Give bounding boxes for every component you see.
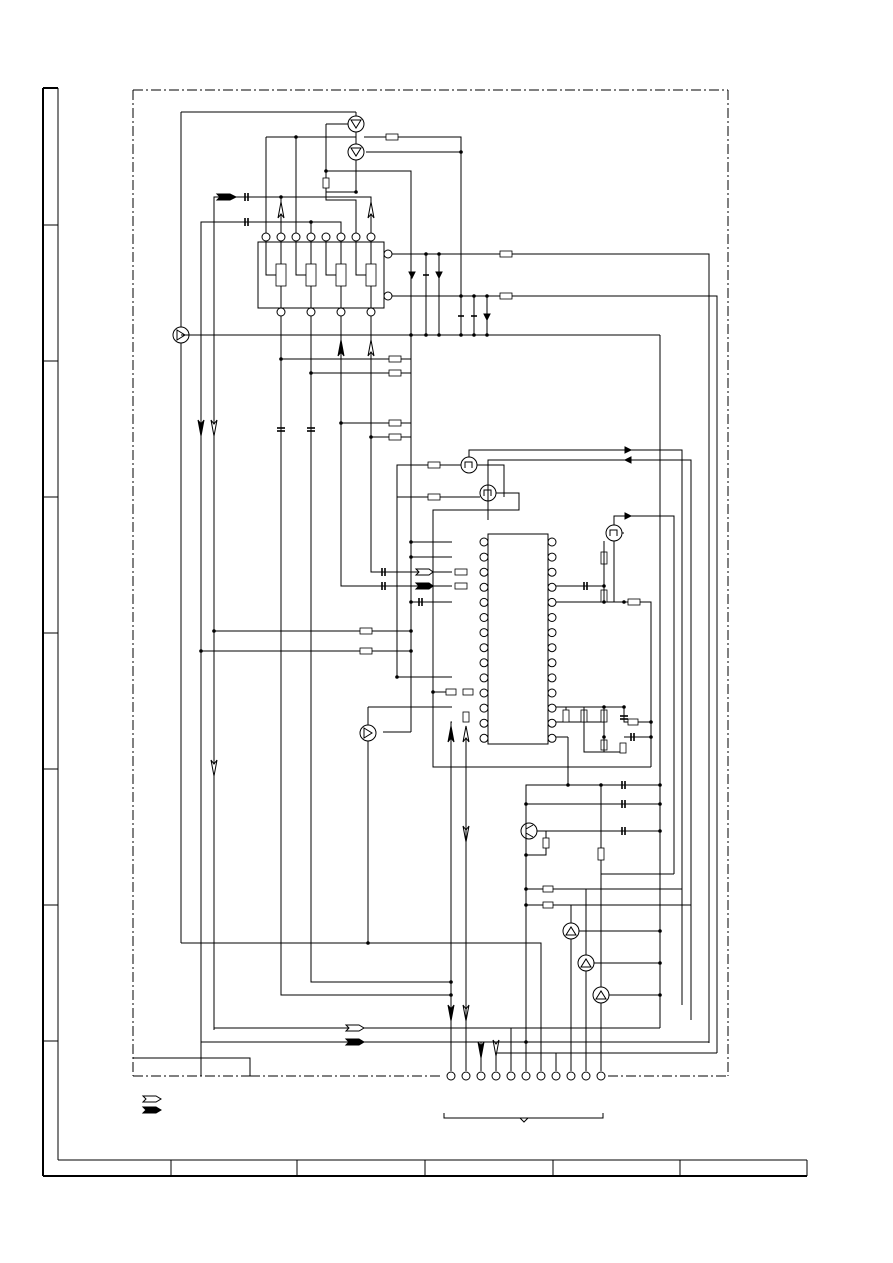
ic-right-pin [548,704,556,712]
connector-pin [552,1072,560,1080]
ic-left-pin [480,553,488,561]
ic-left-pin [480,734,488,742]
upper-wiring [181,193,717,1076]
ic-left-pin [480,689,488,697]
ic-right-pin [548,644,556,652]
ic-left-pin [480,583,488,591]
ic-right-pin [548,734,556,742]
connector-pin [597,1072,605,1080]
connector-pin [537,1072,545,1080]
ic-left-wiring [199,171,473,1071]
ic-left-pin [480,629,488,637]
legend-white-arrow-icon [143,1096,161,1102]
ic-right-pin [548,689,556,697]
legend [143,1096,161,1113]
connector-pin [567,1072,575,1080]
ic-right-pin [548,629,556,637]
bottom-connector [447,1072,605,1080]
ic-left-pin [480,538,488,546]
ic-right-wiring [556,541,653,785]
connector-pin [477,1072,485,1080]
ic-right-pin [548,659,556,667]
ic-left-pin [480,674,488,682]
connector-pin [447,1072,455,1080]
ic-right-pin [548,614,556,622]
ic-right-pin [548,583,556,591]
zone-marker-ticks [43,225,58,1041]
ic-right-pin [548,674,556,682]
top-buffer-amps [181,112,463,335]
connector-wiring [201,742,717,1071]
connector-pin [492,1072,500,1080]
sheet-frame [43,88,807,1176]
connector-pin [462,1072,470,1080]
ic-left-pin [480,568,488,576]
switch-block [258,233,392,316]
block-output-wiring [198,316,452,995]
lower-left-buffer-amp [360,707,376,945]
ic-left-pin [480,719,488,727]
schmitt-buffers [397,447,691,1020]
ic-right-pin [548,719,556,727]
ic-left-pin [480,644,488,652]
main-ic [480,534,556,744]
connector-pin [582,1072,590,1080]
left-buffer-amp [173,112,541,1071]
legend-black-arrow-icon [143,1107,161,1113]
ic-left-pin [480,614,488,622]
ic-right-pin [548,538,556,546]
lower-buffer-amps [563,874,662,1071]
ic-right-pin [548,568,556,576]
connector-bracket [444,1113,603,1122]
pcb-outline [133,90,728,1076]
ic-left-pin [480,598,488,606]
title-block [171,1160,680,1176]
ic-left-pin [480,704,488,712]
connector-pin [507,1072,515,1080]
ic-left-pin [480,659,488,667]
ic-right-pin [548,598,556,606]
ic-right-pin [548,553,556,561]
connector-pin [522,1072,530,1080]
